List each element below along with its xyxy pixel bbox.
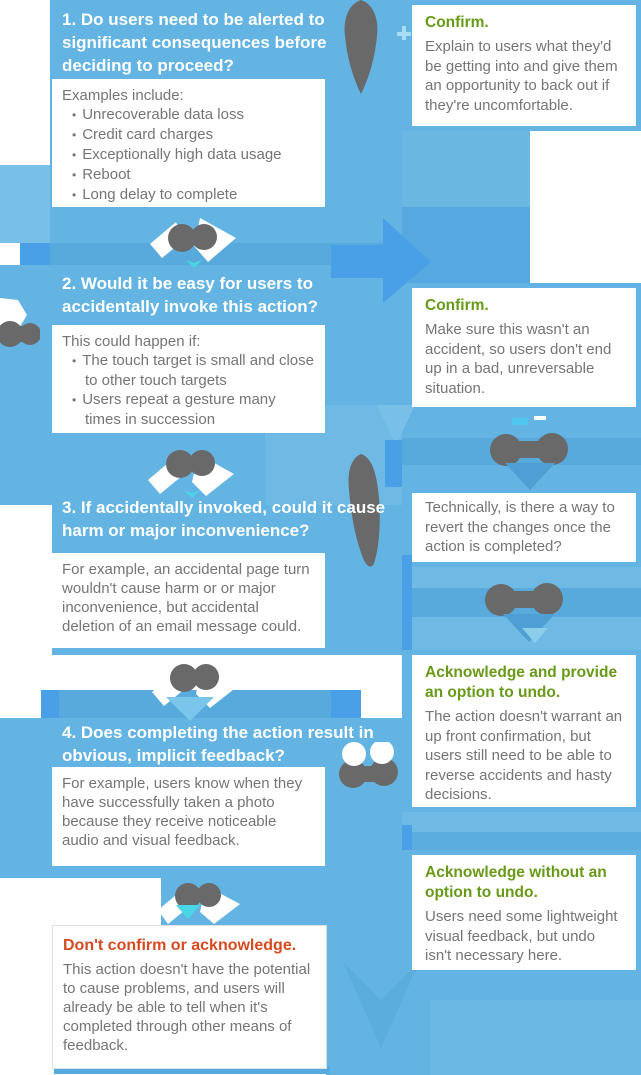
bullet-item: Exceptionally high data usage [72,145,315,165]
outcome-dont-confirm-body: This action doesn't have the potential t… [63,961,311,1054]
question-3-title: 3. If accidentally invoked, could it cau… [62,498,386,540]
outcome-acknowledge-undo-body: The action doesn't warrant an up front c… [425,708,623,803]
down-chevron-q3 [166,697,214,721]
outcome-acknowledge-undo-box: Acknowledge and provide an option to und… [412,655,636,807]
question-4-title: 4. Does completing the action result in … [62,723,374,765]
bullet-item: Unrecoverable data loss [72,105,315,125]
bullet-item: Credit card charges [72,125,315,145]
bg-band-1-bright [20,243,50,265]
outcome-acknowledge-no-undo-body: Users need some lightweight visual feedb… [425,908,618,964]
outcome-confirm-1-body: Explain to users what they'd be getting … [425,38,618,114]
yes-arrow-blob-q3 [348,454,380,567]
outcome-acknowledge-no-undo-title: Acknowledge without an option to undo. [425,864,607,901]
bg-right-gap4-bright [402,825,412,850]
question-4-body-box: For example, users know when they have s… [52,767,325,866]
bg-bottom-right-light [430,1000,641,1075]
no-blob-confirm2 [490,433,568,466]
bg-right-gap1-top [402,131,530,207]
glitch-speck-1 [512,418,528,425]
question-2-body-box: This could happen if: The touch target i… [52,325,325,433]
outcome-technically-box: Technically, is there a way to revert th… [412,493,636,562]
bg-right-gap4-top [402,812,641,832]
outcome-dont-confirm-title: Don't confirm or acknowledge. [63,937,297,954]
bullet-item: The touch target is small and close to o… [72,351,315,390]
outcome-confirm-1-box: Confirm. Explain to users what they'd be… [412,5,636,126]
bullet-item: Long delay to complete [72,185,315,205]
no-arrow-blob-q2 [148,450,234,498]
glitch-chevron-bottom [343,962,419,1048]
outcome-confirm-2-box: Confirm. Make sure this wasn't an accide… [412,288,636,407]
no-arrow-blob-q1 [150,218,236,268]
cyan-chevron-q4 [176,905,200,919]
left-edge-blob-q2 [0,298,40,347]
outcome-technically-body: Technically, is there a way to revert th… [425,499,615,555]
question-1-bullets: Unrecoverable data loss Credit card char… [62,105,315,205]
outcome-acknowledge-no-undo-box: Acknowledge without an option to undo. U… [412,855,636,970]
question-1-title: 1. Do users need to be alerted to signif… [62,10,327,75]
question-3-body-box: For example, an accidental page turn wou… [52,553,325,648]
outcome-confirm-1-title: Confirm. [425,14,489,31]
question-2-intro: This could happen if: [62,333,201,350]
yes-blob-q4 [339,742,398,788]
glitch-light-chevron-q3 [377,405,415,445]
outcome-confirm-2-title: Confirm. [425,297,489,314]
question-1-intro: Examples include: [62,87,184,104]
outcome-dont-confirm-box: Don't confirm or acknowledge. This actio… [52,925,327,1069]
bg-band-2-bright-right [331,690,361,720]
question-1-body-box: Examples include: Unrecoverable data los… [52,79,325,207]
bg-bottom-strip [54,1066,330,1074]
glitch-cross-2 [402,26,406,40]
yes-blob-technically [485,583,563,616]
glitch-speck-2 [534,416,546,420]
bullet-item: Users repeat a gesture many times in suc… [72,390,315,429]
bg-right-gap1-bottom [402,207,530,283]
outcome-confirm-2-body: Make sure this wasn't an accident, so us… [425,321,612,397]
bg-right-gap3-bright [402,555,412,650]
bg-left-light [0,165,50,243]
yes-arrow-blob-q1 [344,0,378,94]
question-4-body: For example, users know when they have s… [62,775,303,849]
glitch-bright-rect-q3 [385,440,402,487]
yes-arrow-glitch-1 [331,218,431,303]
question-2-bullets: The touch target is small and close to o… [62,351,315,429]
bullet-item: Reboot [72,165,315,185]
no-arrow-blob-q4 [158,883,240,924]
question-3-body: For example, an accidental page turn wou… [62,561,310,635]
down-chevron-confirm2 [505,463,555,490]
small-chevron-ack1 [522,628,548,643]
bg-band-2-bright-left [41,690,59,720]
outcome-acknowledge-undo-title: Acknowledge and provide an option to und… [425,664,618,701]
bg-right-gap4-bottom [402,832,641,850]
question-2-title: 2. Would it be easy for users to acciden… [62,274,319,316]
